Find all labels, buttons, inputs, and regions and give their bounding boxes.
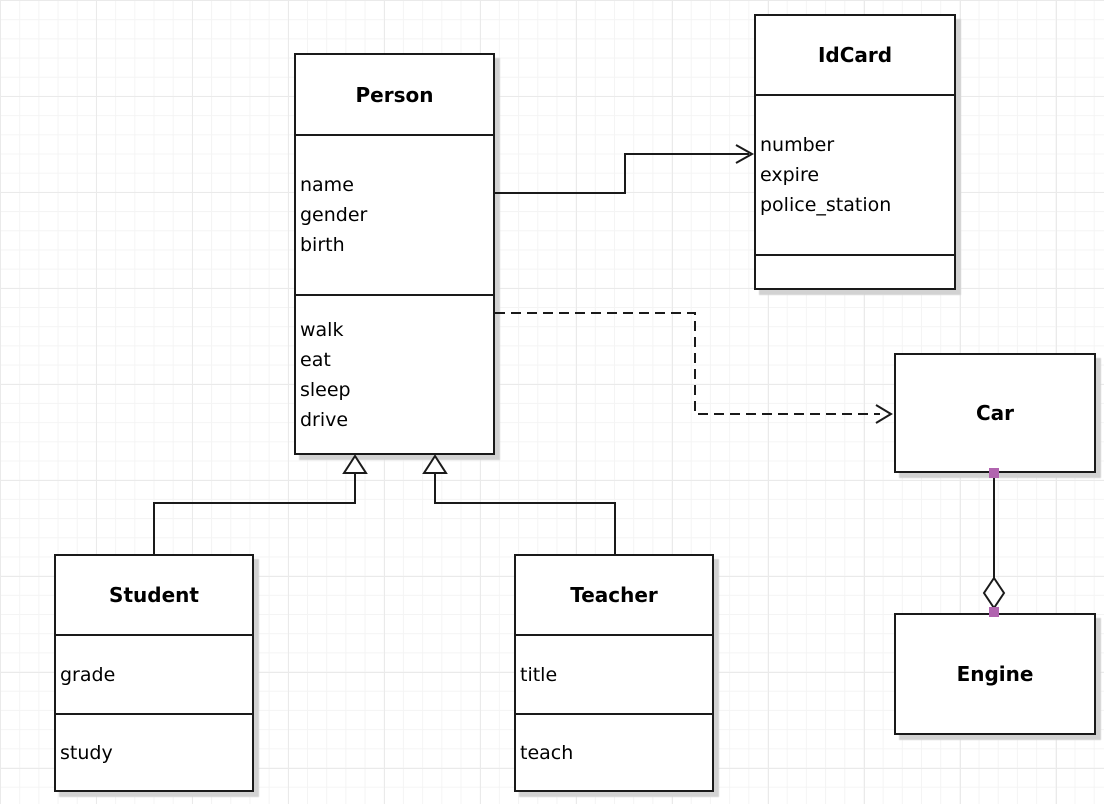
- generalization-student-person[interactable]: [153, 454, 368, 554]
- class-teacher[interactable]: Teacher title teach: [514, 554, 714, 792]
- class-student-attributes: grade: [56, 634, 252, 713]
- attribute: gender: [300, 204, 368, 226]
- class-person-methods: walk eat sleep drive: [296, 294, 493, 453]
- open-arrow-icon: [875, 404, 893, 424]
- method: teach: [520, 741, 574, 764]
- class-person-title: Person: [355, 82, 434, 107]
- method: walk: [300, 318, 344, 341]
- method: study: [60, 741, 113, 764]
- class-teacher-methods: teach: [516, 713, 712, 790]
- class-person-attributes: name gender birth: [296, 134, 493, 294]
- association-person-idcard[interactable]: [495, 144, 755, 194]
- attribute: title: [520, 663, 558, 686]
- class-idcard-methods: [756, 254, 954, 288]
- class-engine[interactable]: Engine: [894, 613, 1096, 735]
- hollow-diamond-icon: [982, 576, 1006, 610]
- class-engine-title: Engine: [956, 662, 1034, 686]
- class-idcard-title: IdCard: [817, 43, 893, 67]
- class-person[interactable]: Person name gender birth walk eat sleep …: [294, 53, 495, 455]
- class-teacher-title: Teacher: [570, 583, 658, 607]
- hollow-triangle-icon: [342, 454, 368, 474]
- attribute: name: [300, 174, 354, 196]
- attribute: grade: [60, 663, 116, 686]
- class-teacher-attributes: title: [516, 634, 712, 713]
- generalization-teacher-person[interactable]: [422, 454, 616, 554]
- open-arrow-icon: [735, 144, 755, 164]
- attribute: birth: [300, 234, 345, 256]
- method: sleep: [300, 378, 351, 401]
- hollow-triangle-icon: [422, 454, 448, 474]
- attribute: expire: [760, 164, 820, 186]
- class-student[interactable]: Student grade study: [54, 554, 254, 792]
- class-idcard-attributes: number expire police_station: [756, 94, 954, 254]
- method: eat: [300, 348, 331, 371]
- method: drive: [300, 408, 349, 431]
- attribute: police_station: [760, 194, 892, 216]
- class-car-title: Car: [975, 401, 1015, 425]
- dependency-person-car[interactable]: [495, 312, 893, 424]
- class-car[interactable]: Car: [894, 353, 1096, 473]
- attribute: number: [760, 134, 835, 156]
- class-student-methods: study: [56, 713, 252, 790]
- class-idcard[interactable]: IdCard number expire police_station: [754, 14, 956, 290]
- class-student-title: Student: [109, 583, 199, 607]
- aggregation-car-engine[interactable]: [982, 468, 1006, 617]
